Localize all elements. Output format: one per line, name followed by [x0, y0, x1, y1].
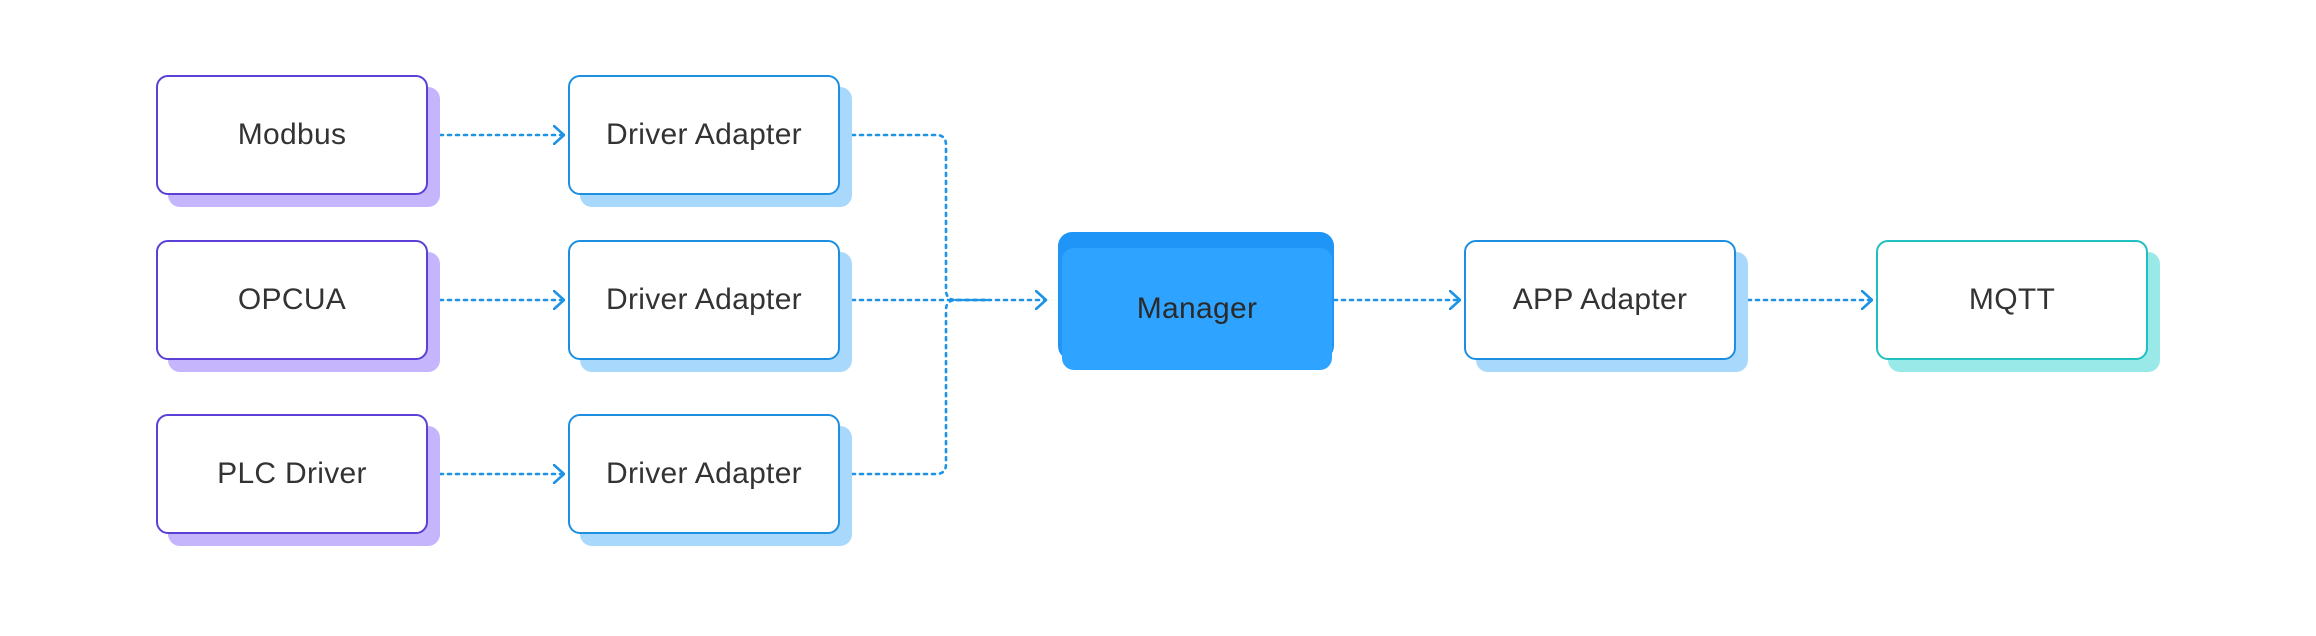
- driver-adapter-node-label: Driver Adapter: [568, 414, 840, 534]
- driver-adapter-node: Driver Adapter: [568, 75, 852, 207]
- app-adapter-node: APP Adapter: [1464, 240, 1748, 372]
- connector-merge-line: [850, 298, 988, 476]
- opcua-node: OPCUA: [156, 240, 440, 372]
- connector-merge-line: [850, 133, 988, 302]
- app-adapter-node-label: APP Adapter: [1464, 240, 1736, 360]
- modbus-node-label: Modbus: [156, 75, 428, 195]
- plc-driver-node: PLC Driver: [156, 414, 440, 546]
- opcua-node-label: OPCUA: [156, 240, 428, 360]
- plc-driver-node-label: PLC Driver: [156, 414, 428, 534]
- driver-adapter-node-label: Driver Adapter: [568, 75, 840, 195]
- driver-adapter-node: Driver Adapter: [568, 240, 852, 372]
- manager-node: Manager: [1050, 232, 1334, 370]
- mqtt-node-label: MQTT: [1876, 240, 2148, 360]
- manager-node-label: Manager: [1062, 248, 1332, 370]
- mqtt-node: MQTT: [1876, 240, 2160, 372]
- driver-adapter-node: Driver Adapter: [568, 414, 852, 546]
- modbus-node: Modbus: [156, 75, 440, 207]
- driver-adapter-node-label: Driver Adapter: [568, 240, 840, 360]
